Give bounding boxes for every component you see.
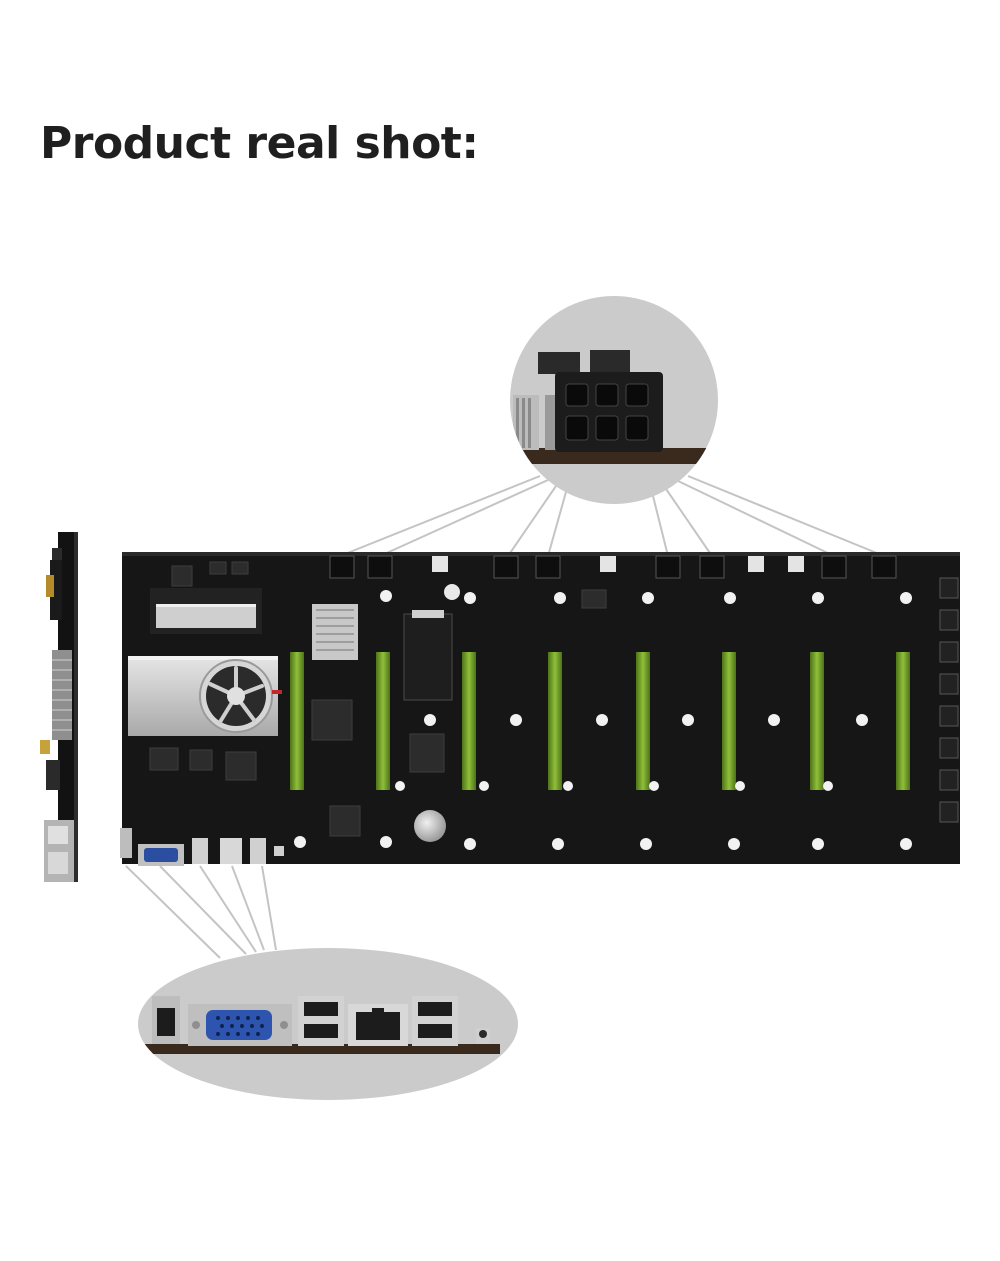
cpu-heatsink-fan	[128, 656, 282, 736]
page-title: Product real shot:	[40, 118, 479, 169]
board-side-view	[40, 532, 78, 882]
power-button	[476, 1028, 490, 1044]
rear-io-ports	[120, 828, 284, 866]
usb-ports-left	[298, 996, 344, 1046]
memory-slot	[150, 588, 262, 634]
hdmi-port	[152, 996, 180, 1044]
six-pin-connector	[538, 350, 663, 452]
top-callout-lines	[339, 475, 885, 557]
io-ports-callout	[138, 948, 518, 1100]
motherboard	[120, 552, 960, 866]
bottom-callout-lines	[125, 865, 277, 959]
chipset-heatsink	[312, 604, 358, 660]
ethernet-port	[348, 1004, 408, 1046]
usb-ports-right	[412, 996, 458, 1046]
pcie-slots	[290, 652, 910, 790]
vga-port	[188, 1004, 292, 1046]
power-connector-callout	[510, 296, 718, 504]
pcie-power-headers	[329, 555, 897, 579]
